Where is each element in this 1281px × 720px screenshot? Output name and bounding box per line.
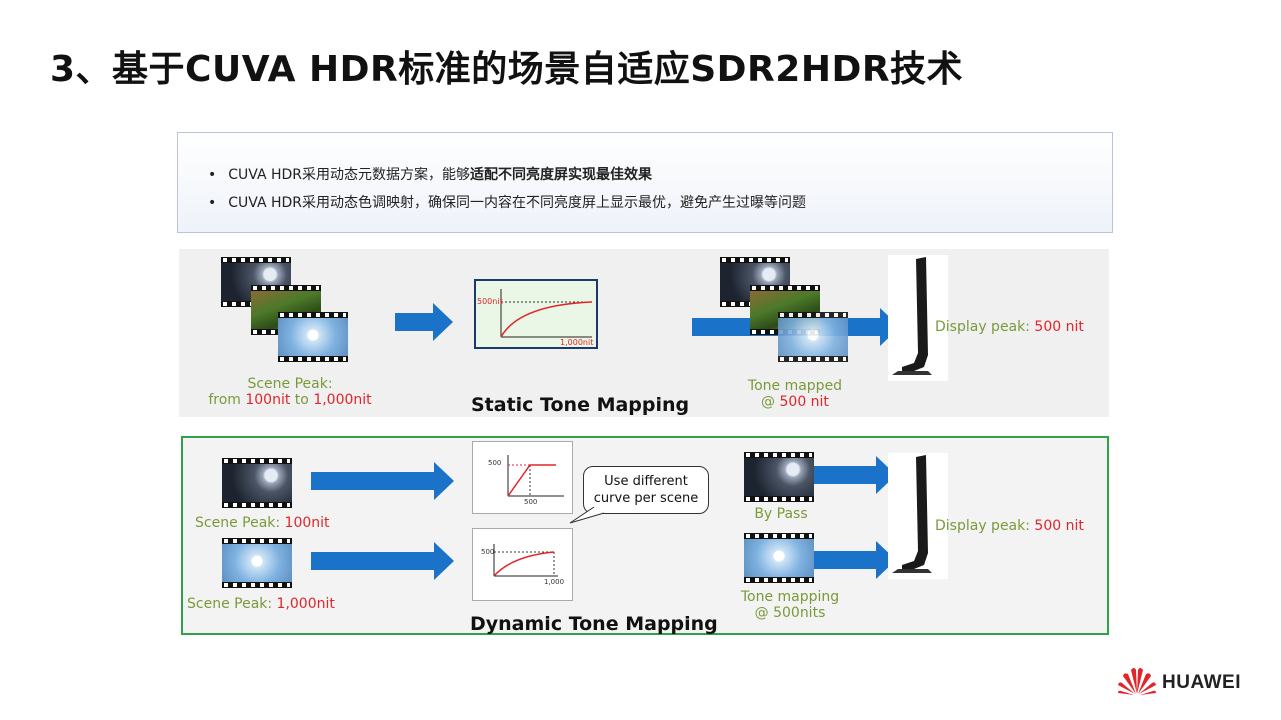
scene1-night-thumbnail [222,458,292,508]
scene-peak-to: to [290,392,314,408]
bullet-item: CUVA HDR采用动态元数据方案，能够适配不同亮度屏实现最佳效果 [208,161,806,189]
graph-y-tick-label: 500nit [477,297,503,306]
bullet-text: CUVA HDR采用动态色调映射，确保同一内容在不同亮度屏上显示最优，避免产生过… [228,195,807,211]
arrow-right-icon [311,462,454,500]
graph-y-tick-label: 500 [488,459,501,467]
callout-tail [569,506,605,524]
scene-peak-title: Scene Peak: [247,376,333,392]
callout-line: curve per scene [593,491,699,506]
static-tone-curve-graph: 500nit 1,000nit [474,279,598,349]
graph-frame [472,528,573,601]
scene-peak-label: Scene Peak: from 100nit to 1,000nit [190,376,390,408]
scene-peak-from: from [208,392,246,408]
arrow-right-icon [395,303,453,341]
callout-bubble: Use different curve per scene [583,466,709,514]
graph-tone-curve [493,551,555,577]
page-title: 3、基于CUVA HDR标准的场景自适应SDR2HDR技术 [50,49,964,90]
mapped-sky-thumbnail-2 [744,533,814,583]
scene1-peak-label: Scene Peak: 100nit [195,515,330,531]
scene-peak-range: from 100nit to 1,000nit [190,392,390,408]
tv-display-icon [888,453,948,579]
graph-x-tick-label: 1,000 [544,578,564,586]
tone-mapped-at: @ [761,394,780,410]
display-peak-title: Display peak: [935,319,1035,335]
tv-stand [892,569,932,573]
graph-y-tick-label: 500 [481,548,494,556]
mapped-sky-thumbnail [778,312,848,362]
bullet-text: CUVA HDR采用动态元数据方案，能够 [228,167,471,183]
bullet-bold-text: 适配不同亮度屏实现最佳效果 [470,167,653,183]
scene1-peak-title: Scene Peak: [195,515,285,531]
scene-peak-high: 1,000nit [313,392,372,408]
tv-body [902,257,928,371]
tone-mapping-value: @ 500nits [754,605,826,621]
graph-x-tick-label: 1,000nit [560,338,593,347]
dynamic-curve-graph-1: 500 500 [472,441,573,514]
graph-tone-curve [507,464,556,497]
huawei-brand-name: HUAWEI [1162,672,1241,693]
dynamic-curve-graph-2: 500 1,000 [472,528,573,601]
huawei-logo-icon [1118,668,1156,695]
arrow-right-icon [814,456,896,494]
graph-tone-curve [500,301,593,338]
bullet-box: CUVA HDR采用动态元数据方案，能够适配不同亮度屏实现最佳效果 CUVA H… [177,132,1113,233]
scene-sky-thumbnail [278,312,348,362]
display-peak-title: Display peak: [935,518,1035,534]
bypass-label: By Pass [754,506,808,522]
display-peak-value: 500 nit [1034,518,1084,534]
bullet-item: CUVA HDR采用动态色调映射，确保同一内容在不同亮度屏上显示最优，避免产生过… [208,189,806,217]
callout-line: Use different [604,474,688,489]
static-tone-mapping-heading: Static Tone Mapping [471,394,690,416]
tone-mapped-label: Tone mapped @ 500 nit [730,378,860,410]
tone-mapping-title: Tone mapping [740,589,840,605]
arrow-right-icon [311,542,454,580]
bullet-list: CUVA HDR采用动态元数据方案，能够适配不同亮度屏实现最佳效果 CUVA H… [208,161,806,217]
bypass-night-thumbnail [744,452,814,502]
tone-mapped-value: 500 nit [779,394,829,410]
scene2-peak-label: Scene Peak: 1,000nit [187,596,335,612]
scene-peak-low: 100nit [245,392,291,408]
scene2-peak-title: Scene Peak: [187,596,277,612]
arrow-right-icon [814,541,896,579]
tone-mapped-value-line: @ 500 nit [730,394,860,410]
graph-x-tick-label: 500 [524,498,537,506]
scene2-sky-thumbnail [222,538,292,588]
logo-petals [1118,668,1156,695]
tone-mapped-title: Tone mapped [747,378,843,394]
tv-stand [892,371,932,375]
display-peak-label: Display peak: 500 nit [935,319,1084,335]
tone-mapping-label: Tone mapping @ 500nits [725,589,855,621]
display-peak-value: 500 nit [1034,319,1084,335]
tv-body [902,455,928,569]
scene2-peak-value: 1,000nit [276,596,335,612]
dynamic-tone-mapping-heading: Dynamic Tone Mapping [470,613,718,635]
display-peak-label-2: Display peak: 500 nit [935,518,1084,534]
graph-frame [472,441,573,514]
scene1-peak-value: 100nit [284,515,330,531]
callout-pointer [569,506,605,524]
tv-display-icon [888,255,948,381]
